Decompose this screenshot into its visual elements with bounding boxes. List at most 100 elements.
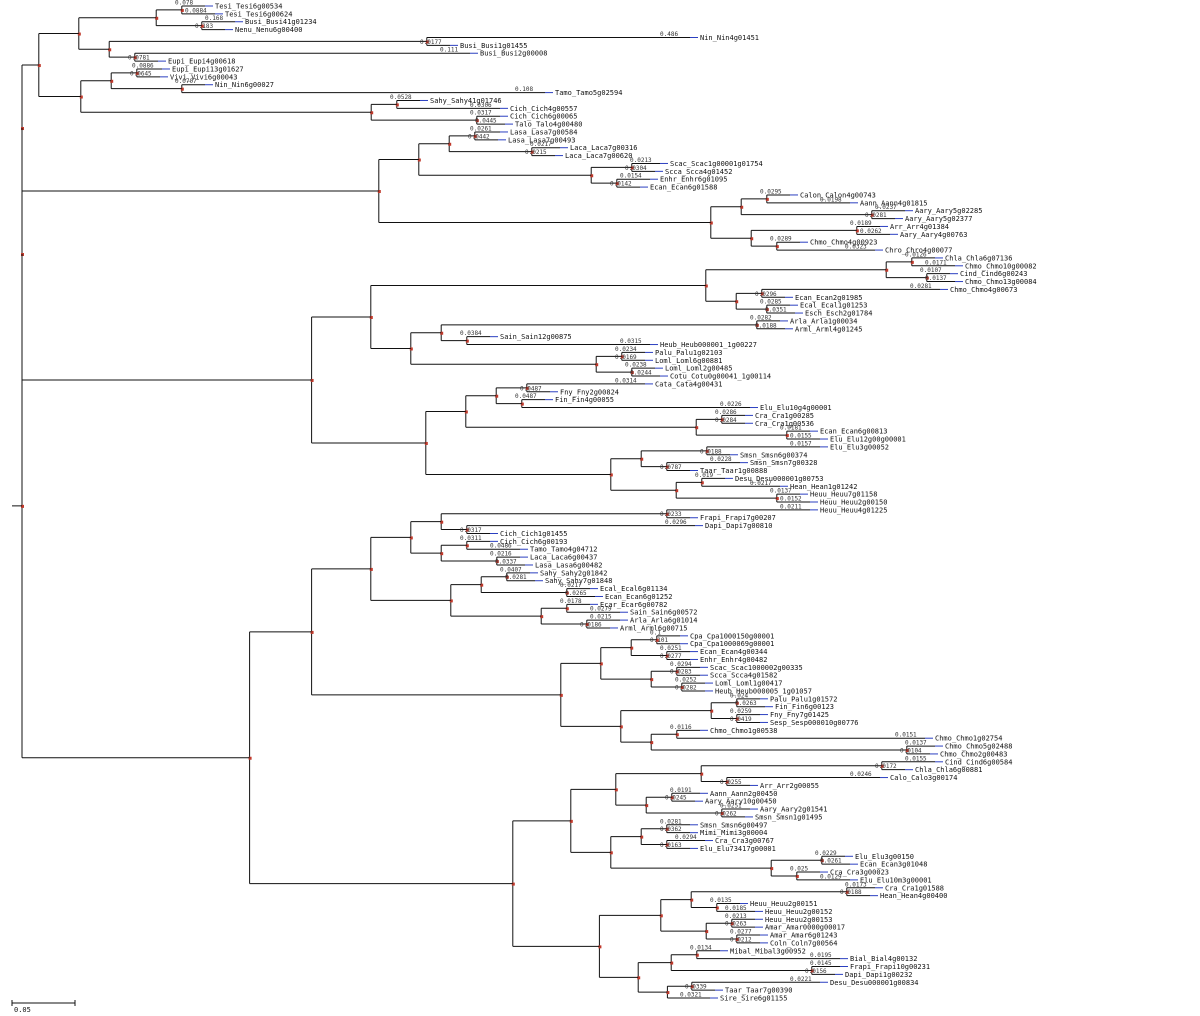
branch-length-label: 0.0317 [460, 527, 482, 534]
node-marker [424, 441, 428, 445]
scale-bar-label: 0.05 [14, 1006, 31, 1014]
leaf-label: Amar_Amar0000g00017 [765, 924, 845, 932]
node-marker [765, 197, 769, 201]
node-marker [425, 40, 429, 44]
node-marker [310, 378, 314, 382]
node-marker [795, 874, 799, 878]
branch-length-label: 0.0171 [925, 259, 947, 266]
branch-length-label: 0.0487 [515, 393, 537, 400]
node-marker [870, 213, 874, 217]
leaf-label: Fin_Fin6g00123 [775, 703, 834, 711]
branch-length-label: 0.0137 [925, 275, 947, 282]
node-marker [540, 615, 544, 619]
leaf-label: Lasa_Lasa7g00584 [510, 128, 577, 136]
node-marker [310, 630, 314, 634]
leaf-label: Chmo_Chmo5g02488 [945, 743, 1012, 751]
node-marker [655, 638, 659, 642]
branch-length-label: 0.0234 [615, 346, 637, 353]
leaf-label: Laca_Laca6g00437 [530, 554, 597, 562]
node-marker [885, 268, 889, 272]
branch-length-label: 0.0188 [755, 322, 777, 329]
leaf-label: Sain_Sain12g00875 [500, 333, 572, 341]
node-marker [720, 418, 724, 422]
leaf-label: Enhr_Enhr4g00482 [700, 656, 767, 664]
node-marker [135, 71, 139, 75]
leaf-label: Elu_Elu3g00052 [830, 443, 889, 451]
node-marker [110, 79, 114, 83]
node-marker [21, 504, 24, 508]
branch-length-label: 0.0311 [460, 535, 482, 542]
node-marker [448, 142, 452, 146]
leaf-label: Nin_Nin4g01451 [700, 34, 759, 42]
leaf-label: Cpa_Cpa1000069g00001 [690, 640, 774, 648]
leaf-label: Lasa_Lasa7g00493 [508, 136, 575, 144]
branch-length-label: 0.0884 [185, 7, 207, 14]
branch-length-label: 0.0323 [845, 244, 867, 251]
node-marker [650, 678, 654, 682]
leaf-label: Nenu_Nenu6g00400 [235, 26, 302, 34]
node-marker [735, 937, 739, 941]
leaf-label: Heuu_Heuu7g01158 [810, 491, 877, 499]
node-marker [520, 402, 524, 406]
branch-length-label: 0.0781 [128, 55, 150, 62]
leaf-label: Heuu_Heuu2g00150 [820, 499, 887, 507]
node-marker [465, 339, 469, 343]
branch-length-label: 0.0154 [620, 173, 642, 180]
leaf-label: Ecan_Ecan6g01588 [650, 184, 717, 192]
leaf-label: Tesi_Tesi6g00624 [225, 10, 292, 18]
leaf-label: Eupi_Eupi4g00618 [168, 58, 235, 66]
node-marker [440, 520, 444, 524]
node-marker [409, 536, 413, 540]
node-marker [369, 567, 373, 571]
branch-length-label: 0.0419 [730, 716, 752, 723]
leaf-label: Busi_Busi41g01234 [245, 18, 317, 26]
branch-length-label: 0.0215 [525, 149, 547, 156]
branch-length-label: 0.0277 [730, 929, 752, 936]
branch-length-label: 0.0215 [590, 614, 612, 621]
leaf-label: Chmo_Chmo1g02754 [935, 735, 1002, 743]
branch-length-label: 0.0151 [895, 732, 917, 739]
leaf-label: Smsn_Smsn7g00328 [750, 459, 817, 467]
node-marker [665, 465, 669, 469]
leaf-label: Frapi_Frapi10g00231 [850, 963, 930, 971]
branch-length-label: 0.0294 [670, 661, 692, 668]
branch-length-label: 0.0211 [780, 503, 802, 510]
leaf-label: Coln_Coln7g00564 [770, 939, 837, 947]
leaf-label: Heuu_Heuu2g00152 [765, 908, 832, 916]
leaf-label: Elu_Elu10m3g00001 [860, 876, 932, 884]
leaf-label: Chla_Chla6g07136 [945, 254, 1012, 262]
leaf-label: Arml_Arml6g00715 [620, 624, 687, 632]
branch-length-label: 0.0163 [660, 842, 682, 849]
leaf-label: Cata_Cata4g00431 [655, 380, 722, 388]
node-marker [665, 512, 669, 516]
branch-length-label: 0.0213 [725, 913, 747, 920]
leaf-label: Tamo_Tamo5g02594 [555, 89, 622, 97]
leaf-label: Elu_Elu10g4g00001 [760, 404, 832, 412]
branch-length-label: 0.0216 [490, 551, 512, 558]
node-marker [905, 749, 909, 752]
node-marker [108, 48, 112, 52]
node-marker [595, 363, 599, 367]
branch-length-label: 0.0487 [520, 385, 542, 392]
branch-length-label: 0.0237 [875, 204, 897, 211]
leaf-label: Smsn_Smsn6g00497 [700, 821, 767, 829]
leaf-label: Chro_Chro4g00077 [885, 247, 952, 255]
node-marker [760, 292, 764, 296]
node-marker [705, 930, 709, 934]
leaf-label: Busi_Busi2g00008 [480, 50, 547, 58]
node-marker [670, 796, 674, 800]
leaf-label: Tesi_Tesi6g00534 [215, 3, 282, 11]
leaf-label: Chla_Chla6g00881 [915, 766, 982, 774]
node-marker [620, 355, 624, 359]
leaf-label: Busi_Busi1g01455 [460, 42, 527, 50]
branch-length-label: 0.0213 [630, 157, 652, 164]
node-marker [640, 457, 644, 461]
leaf-label: Cich_Cich6g00065 [510, 113, 577, 121]
branch-length-label: 0.0281 [660, 818, 682, 825]
node-marker [700, 481, 704, 485]
branch-length-label: 0.0384 [460, 330, 482, 337]
node-marker [700, 772, 704, 776]
leaf-label: Aary_Aary2g01541 [760, 806, 827, 814]
leaf-label: Chmo_Chmo10g00082 [965, 262, 1037, 270]
branch-length-label: 0.0145 [810, 960, 832, 967]
